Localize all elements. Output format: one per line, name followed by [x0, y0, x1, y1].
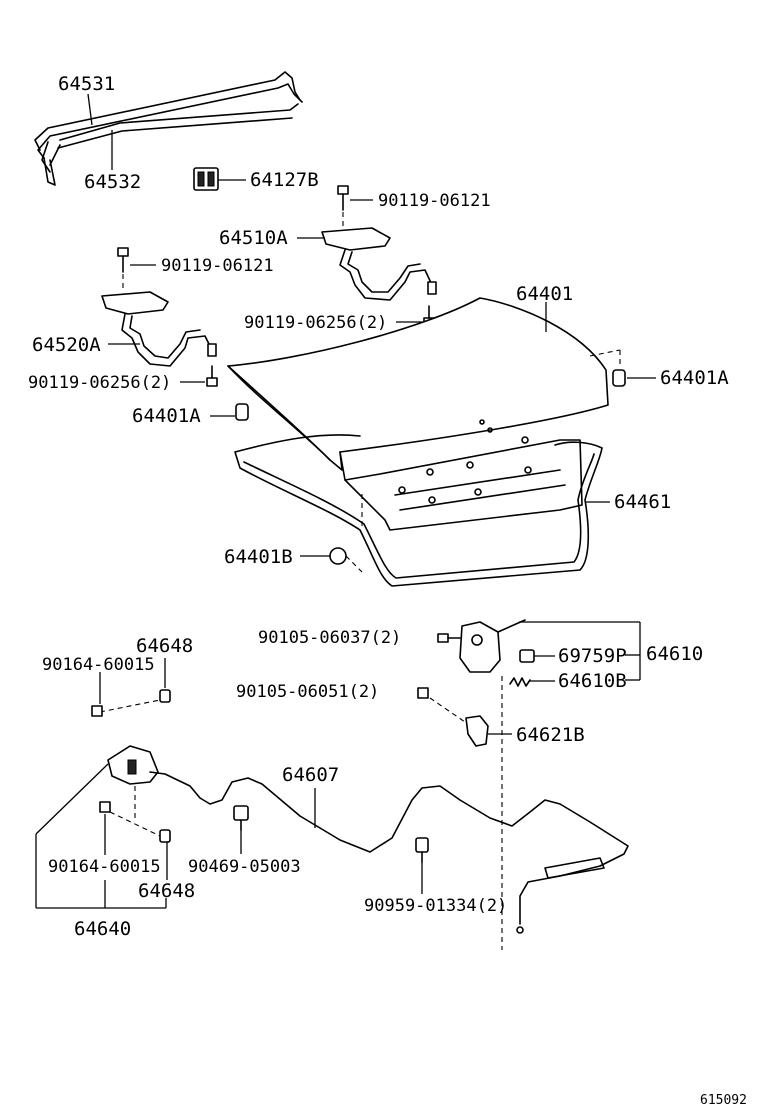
- label-64401b: 64401B: [224, 546, 293, 568]
- clip-64401b: [300, 494, 363, 573]
- figure-id: 615092: [700, 1093, 747, 1108]
- label-64532: 64532: [84, 171, 141, 193]
- label-64127b: 64127B: [250, 169, 319, 191]
- lever-assembly-64640: [99, 699, 161, 820]
- label-90119-06121-b: 90119-06121: [161, 256, 274, 276]
- clamp-90959-01334: [415, 837, 429, 894]
- trunk-lid-64401: [227, 297, 609, 531]
- bolt-90119-06121-b: [117, 247, 156, 292]
- grommet-90469-05003: [233, 805, 249, 854]
- weatherstrip-64461: [234, 434, 610, 587]
- label-90119-06256-b: 90119-06256(2): [28, 373, 171, 393]
- bolt-90119-06121-a: [337, 185, 373, 228]
- leader-64640: [35, 763, 167, 909]
- hinge-64520a: [101, 291, 217, 367]
- label-90959-01334: 90959-01334(2): [364, 896, 507, 916]
- label-64531: 64531: [58, 73, 115, 95]
- hinge-64510a: [297, 227, 437, 301]
- bracket-64127b: [193, 167, 246, 191]
- label-90164-60015-b: 90164-60015: [48, 857, 161, 877]
- label-64648-a: 64648: [136, 635, 193, 657]
- bumper-64401a-left: [210, 403, 249, 421]
- clip-64648-b: [159, 829, 171, 880]
- bracket-64621b: [465, 715, 512, 747]
- label-90119-06256-a: 90119-06256(2): [244, 313, 387, 333]
- label-64401a-left: 64401A: [132, 405, 201, 427]
- bolt-90164-60015-b: [99, 801, 161, 855]
- label-64510a: 64510A: [219, 227, 288, 249]
- label-64610: 64610: [646, 643, 703, 665]
- bolt-90164-60015-a: [91, 672, 103, 717]
- clip-64648-a: [159, 658, 171, 703]
- lock-assembly-64610: [459, 619, 641, 680]
- label-64401: 64401: [516, 283, 573, 305]
- bumper-64401a-right: [589, 349, 656, 387]
- clip-69759p: [519, 649, 555, 663]
- label-90164-60015-a: 90164-60015: [42, 655, 155, 675]
- label-90469-05003: 90469-05003: [188, 857, 301, 877]
- bolt-90105-06037: [437, 633, 461, 643]
- cable-64607: [149, 771, 629, 934]
- label-64610b: 64610B: [558, 670, 627, 692]
- bolt-90105-06051: [417, 687, 466, 723]
- label-64648-b: 64648: [138, 880, 195, 902]
- label-90119-06121-a: 90119-06121: [378, 191, 491, 211]
- label-69759p: 69759P: [558, 645, 627, 667]
- label-90105-06037: 90105-06037(2): [258, 628, 401, 648]
- label-64640: 64640: [74, 918, 131, 940]
- bolt-90119-06256-b: [180, 365, 218, 387]
- label-90105-06051: 90105-06051(2): [236, 682, 379, 702]
- label-64607: 64607: [282, 764, 339, 786]
- label-64520a: 64520A: [32, 334, 101, 356]
- label-64461: 64461: [614, 491, 671, 513]
- label-64401a-right: 64401A: [660, 367, 729, 389]
- spring-64610b: [509, 677, 640, 687]
- leader-64531: [87, 93, 93, 126]
- torsion-bar-assembly: [34, 71, 303, 186]
- label-64621b: 64621B: [516, 724, 585, 746]
